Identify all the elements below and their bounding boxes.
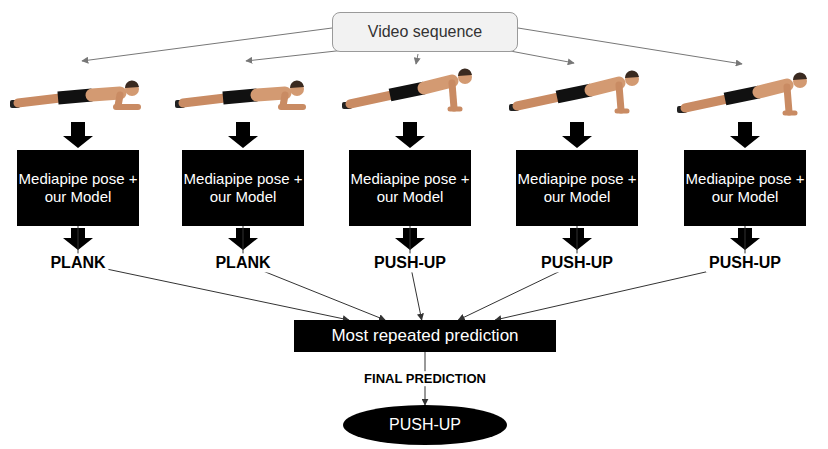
connector-arrow xyxy=(458,226,577,320)
prediction-label: PUSH-UP xyxy=(538,253,616,272)
pushup-figure xyxy=(509,70,639,111)
process-box: Mediapipe pose + our Model xyxy=(516,150,638,226)
process-box: Mediapipe pose + our Model xyxy=(17,150,139,226)
process-box: Mediapipe pose + our Model xyxy=(349,150,471,226)
plank-figure xyxy=(175,80,304,108)
prediction-label: PUSH-UP xyxy=(371,253,449,272)
pushup-figure xyxy=(677,72,807,113)
input-arrow xyxy=(416,54,418,64)
input-arrow xyxy=(505,50,574,63)
node-text: Mediapipe pose + our Model xyxy=(684,170,806,206)
node-text: Mediapipe pose + our Model xyxy=(349,170,471,206)
process-box: Mediapipe pose + our Model xyxy=(182,150,304,226)
thick-arrow xyxy=(562,122,592,148)
prediction-label: PLANK xyxy=(212,253,273,272)
node-text: Mediapipe pose + our Model xyxy=(182,170,304,206)
ellipse-shape xyxy=(343,405,507,445)
thick-arrow xyxy=(63,122,93,148)
aggregation-box: Most repeated prediction xyxy=(294,320,556,352)
node-text: Mediapipe pose + our Model xyxy=(17,170,139,206)
thick-arrow xyxy=(228,122,258,148)
connector-arrow xyxy=(410,226,422,320)
node-text: Most repeated prediction xyxy=(331,326,518,346)
connector-arrow xyxy=(243,226,385,320)
result-ellipse: PUSH-UP xyxy=(343,405,507,445)
node-text: Mediapipe pose + our Model xyxy=(516,170,638,206)
connector-arrow xyxy=(78,226,349,320)
input-arrow xyxy=(518,28,742,64)
input-box: Video sequence xyxy=(332,12,518,52)
prediction-label: PLANK xyxy=(47,253,108,272)
prediction-label: PUSH-UP xyxy=(706,253,784,272)
prediction-label: FINAL PREDICTION xyxy=(361,371,489,387)
input-arrow xyxy=(246,50,345,61)
connector-arrow xyxy=(495,226,745,320)
pushup-figure xyxy=(342,68,472,109)
thick-arrow xyxy=(730,122,760,148)
plank-figure xyxy=(10,80,139,108)
node-text: PUSH-UP xyxy=(389,416,461,434)
process-box: Mediapipe pose + our Model xyxy=(684,150,806,226)
thick-arrow xyxy=(395,122,425,148)
node-text: Video sequence xyxy=(368,23,482,41)
